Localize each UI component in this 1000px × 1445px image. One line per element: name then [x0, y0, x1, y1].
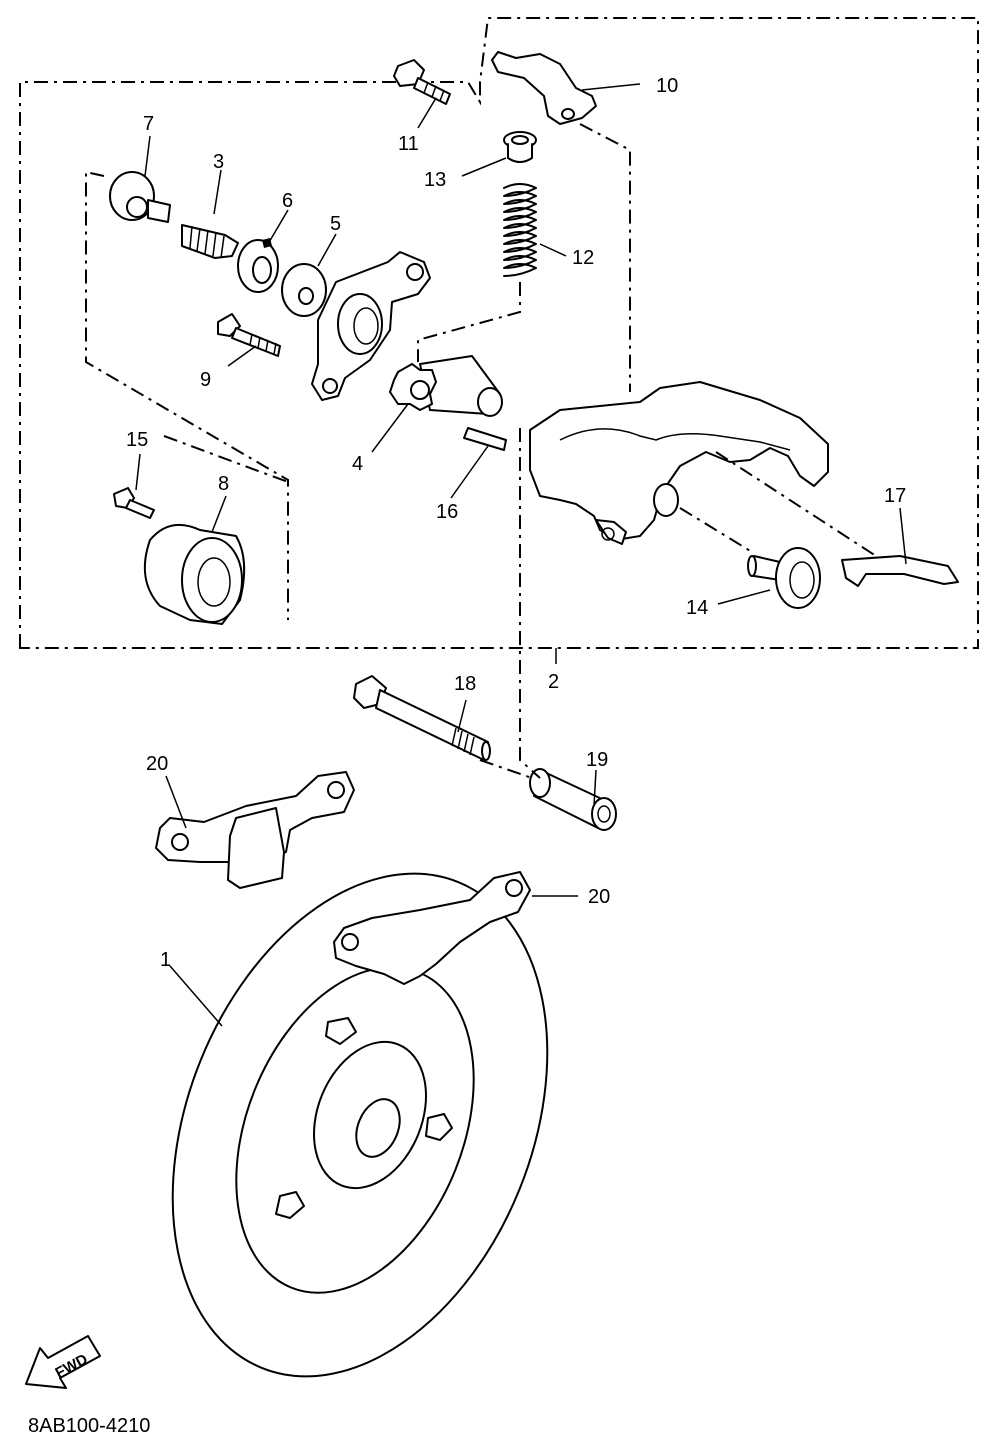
part-brake-disc — [171, 872, 549, 1378]
part-cover — [143, 523, 246, 625]
callout-15: 15 — [126, 429, 148, 451]
assembly-guide-lines — [85, 123, 877, 779]
callout-9: 9 — [200, 369, 211, 391]
callout-5: 5 — [330, 213, 341, 235]
callout-labels: 7 3 6 5 9 4 16 10 11 13 12 15 8 14 17 2 … — [126, 75, 906, 971]
callout-12: 12 — [572, 247, 594, 269]
callout-14: 14 — [686, 597, 708, 619]
callout-13: 13 — [424, 169, 446, 191]
callout-19: 19 — [586, 749, 608, 771]
callout-18: 18 — [454, 673, 476, 695]
callout-16: 16 — [436, 501, 458, 523]
callout-20-right: 20 — [588, 886, 610, 908]
part-piston — [747, 547, 821, 609]
part-long-bolt — [353, 675, 491, 761]
callout-17: 17 — [884, 485, 906, 507]
callout-3: 3 — [213, 151, 224, 173]
part-washer — [281, 263, 327, 317]
part-brake-pad-right — [333, 871, 531, 985]
part-caliper-body — [529, 381, 829, 545]
part-actuator-shaft — [389, 355, 503, 417]
part-bracket-10 — [491, 51, 597, 125]
part-pin — [463, 427, 507, 451]
part-caliper-bracket — [311, 251, 431, 401]
callout-11: 11 — [398, 133, 419, 155]
part-spring — [503, 183, 537, 277]
part-cap-13 — [503, 131, 537, 163]
leader-lines — [135, 83, 907, 1027]
callout-2: 2 — [548, 671, 559, 693]
part-adjuster-knob — [109, 171, 171, 223]
fwd-arrow-icon: FWD — [25, 1335, 101, 1389]
part-sleeve — [529, 768, 617, 831]
callout-8: 8 — [218, 473, 229, 495]
callout-10: 10 — [656, 75, 678, 97]
part-code-label: 8AB100-4210 — [28, 1415, 150, 1437]
part-bolt-9 — [217, 313, 281, 357]
callout-6: 6 — [282, 190, 293, 212]
callout-7: 7 — [143, 113, 154, 135]
part-brake-pad-left — [155, 771, 355, 889]
part-ratchet — [237, 238, 279, 293]
callout-4: 4 — [352, 453, 363, 475]
callout-1: 1 — [160, 949, 171, 971]
part-bolt-11 — [393, 59, 451, 105]
callout-20-left: 20 — [146, 753, 168, 775]
assembly-boundary — [19, 17, 979, 649]
part-screw-15 — [113, 487, 155, 519]
part-clip — [841, 555, 959, 587]
part-adjusting-screw — [181, 224, 239, 259]
